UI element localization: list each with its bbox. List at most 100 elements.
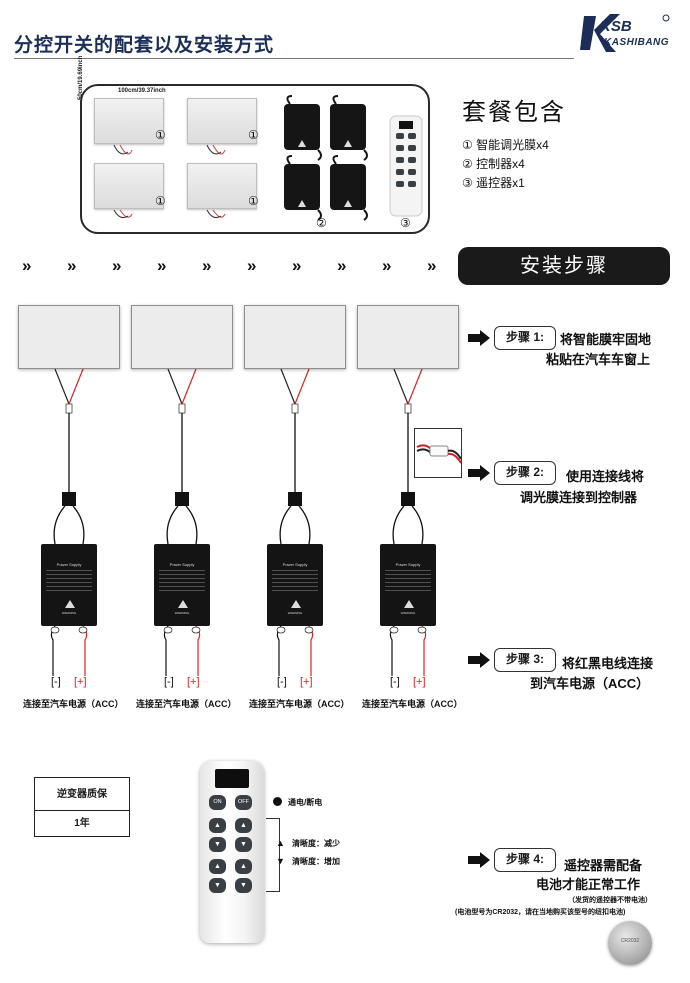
controller-title: Power Supply: [282, 562, 308, 567]
step-3-badge: 步骤 3:: [494, 648, 556, 672]
step-3-text-line1: 将红黑电线连接: [562, 656, 654, 671]
step-1-text-line2: 粘贴在汽车车窗上: [546, 352, 651, 367]
controller-marker: ②: [316, 216, 327, 230]
coin-battery-label: CR2032: [620, 938, 640, 944]
clarity-increase-label: 清晰度：增加: [292, 857, 340, 866]
film-marker-1: ①: [155, 128, 166, 142]
clarity-decrease-button-4[interactable]: [235, 859, 252, 874]
package-title: 套餐包含: [462, 99, 566, 126]
splitter-wire-left-2: [166, 505, 179, 545]
controller-warning: WARNING: [400, 611, 416, 615]
film-connector-3: [291, 403, 299, 414]
step-1-text-line1: 将智能膜牢固地: [560, 332, 652, 347]
step-4-text-line2: 电池才能正常工作: [536, 877, 641, 892]
controller-title: Power Supply: [169, 562, 195, 567]
acc-red-wire-4: [421, 625, 427, 676]
controller-warning: WARNING: [61, 611, 77, 615]
splitter-wire-left-4: [392, 505, 405, 545]
smart-film-panel-1: [18, 305, 120, 369]
film-red-wire-3: [294, 368, 310, 405]
clarity-decrease-button-2[interactable]: [235, 818, 252, 833]
grommet-left-2: [163, 626, 173, 634]
step-4-note-battery-model: (电池型号为CR2032，请在当地购买该型号的纽扣电池): [455, 909, 626, 916]
controller-title: Power Supply: [395, 562, 421, 567]
splitter-wire-left-1: [53, 505, 66, 545]
clarity-increase-button-2[interactable]: [235, 837, 252, 852]
warning-icon: [291, 600, 301, 608]
controller-spec-lines: [385, 570, 431, 592]
step-2-badge: 步骤 2:: [494, 461, 556, 485]
clarity-increase-button-3[interactable]: [209, 878, 226, 893]
step-4-text-line1: 遥控器需配备: [564, 858, 643, 873]
grommet-left-4: [389, 626, 399, 634]
smart-film-panel-2: [131, 305, 233, 369]
acc-label-4: 连接至汽车电源（ACC）: [362, 699, 463, 709]
smart-film-panel-3: [244, 305, 346, 369]
controller-title: Power Supply: [56, 562, 82, 567]
controller-unit-2: Power Supply WARNING: [154, 544, 210, 626]
grommet-left-1: [50, 626, 60, 634]
positive-terminal-2: [+]: [187, 676, 200, 688]
brand-logo: [580, 14, 670, 52]
grommet-right-2: [191, 626, 201, 634]
package-item-remote: ③ 遥控器x1: [462, 176, 525, 190]
double-chevron-icon: »: [112, 256, 121, 275]
double-chevron-icon: »: [292, 256, 301, 275]
step-3-text-line2: 到汽车电源（ACC）: [530, 676, 650, 691]
grommet-right-1: [78, 626, 88, 634]
step-2-text-line1: 使用连接线将: [566, 469, 645, 484]
splitter-block-1: [62, 492, 76, 506]
package-item-film: ① 智能调光膜x4: [462, 138, 549, 152]
clarity-decrease-label: 清晰度：减少: [292, 839, 340, 848]
positive-terminal-1: [+]: [74, 676, 87, 688]
remote-marker: ③: [400, 216, 411, 230]
acc-black-wire-1: [50, 625, 56, 676]
power-toggle-label: 通电/断电: [288, 798, 323, 807]
step-3-arrow-icon: [468, 652, 490, 668]
controller-unit-1: Power Supply WARNING: [41, 544, 97, 626]
down-triangle-icon: ▼: [276, 856, 285, 866]
acc-black-wire-3: [276, 625, 282, 676]
coin-battery: CR2032: [608, 921, 652, 965]
film-marker-3: ①: [155, 194, 166, 208]
acc-red-wire-2: [195, 625, 201, 676]
acc-label-2: 连接至汽车电源（ACC）: [136, 699, 237, 709]
step-1-badge: 步骤 1:: [494, 326, 556, 350]
acc-label-1: 连接至汽车电源（ACC）: [23, 699, 124, 709]
negative-terminal-3: [-]: [277, 676, 287, 688]
double-chevron-icon: »: [157, 256, 166, 275]
on-button[interactable]: ON: [209, 795, 226, 810]
install-steps-banner: 安装步骤: [458, 247, 670, 285]
acc-black-wire-4: [389, 625, 395, 676]
film-red-wire-2: [181, 368, 197, 405]
clarity-decrease-button-3[interactable]: [209, 859, 226, 874]
up-triangle-icon: ▲: [276, 838, 285, 848]
double-chevron-icon: »: [202, 256, 211, 275]
film-package-3: [94, 163, 164, 209]
controller-spec-lines: [159, 570, 205, 592]
negative-terminal-2: [-]: [164, 676, 174, 688]
film-marker-2: ①: [248, 128, 259, 142]
clarity-increase-button-1[interactable]: [209, 837, 226, 852]
double-chevron-icon: »: [337, 256, 346, 275]
film-red-wire-1: [68, 368, 84, 405]
negative-terminal-1: [-]: [51, 676, 61, 688]
splitter-wire-right-2: [185, 505, 198, 545]
remote-control: ON OFF: [200, 761, 264, 943]
clarity-decrease-button-1[interactable]: [209, 818, 226, 833]
film-height-dimension: 50cm/19.69inch: [78, 55, 84, 100]
off-button[interactable]: OFF: [235, 795, 252, 810]
warranty-header: 逆变器质保: [35, 778, 129, 811]
film-black-wire-3: [280, 368, 296, 405]
controller-unit-4: Power Supply WARNING: [380, 544, 436, 626]
double-chevron-icon: »: [427, 256, 436, 275]
acc-label-3: 连接至汽车电源（ACC）: [249, 699, 350, 709]
clarity-bracket: [266, 818, 280, 892]
film-connector-2: [178, 403, 186, 414]
clarity-increase-button-4[interactable]: [235, 878, 252, 893]
grommet-right-3: [304, 626, 314, 634]
acc-red-wire-3: [308, 625, 314, 676]
warning-icon: [404, 600, 414, 608]
acc-red-wire-1: [82, 625, 88, 676]
film-marker-4: ①: [248, 194, 259, 208]
